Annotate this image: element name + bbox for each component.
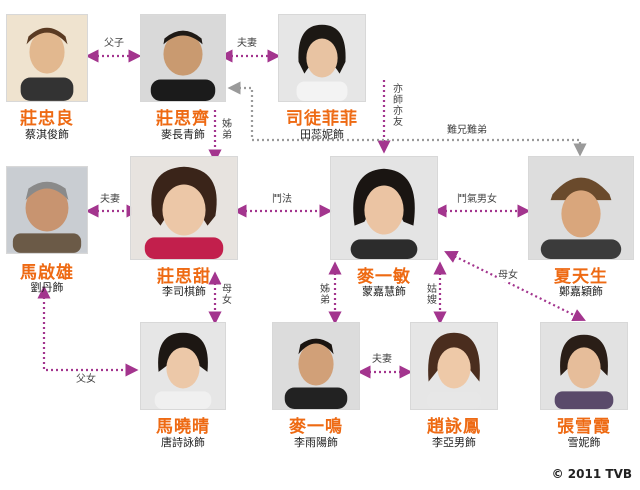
label-fight-couple: 鬥氣男女 (457, 194, 497, 206)
label-couple-bottom: 夫妻 (372, 354, 392, 366)
person-si-qi: 莊思齊 麥長青飾 (140, 14, 226, 144)
actor-yi-ming: 李雨陽飾 (294, 436, 338, 449)
name-yi-min: 麥一敏 (357, 267, 411, 287)
portrait-si-qi (140, 14, 226, 102)
label-mother-daughter-left: 母女 (221, 284, 233, 306)
portrait-xiao-qing (140, 322, 226, 410)
name-yi-ming: 麥一鳴 (289, 417, 343, 437)
actor-si-qi: 麥長青飾 (161, 128, 205, 141)
actor-si-tian: 李司棋飾 (162, 285, 206, 298)
name-fei-fei: 司徒菲菲 (286, 109, 358, 129)
label-teacher-friend: 亦師亦友 (392, 84, 404, 128)
label-couple-left: 夫妻 (100, 194, 120, 206)
portrait-zhong-liang (6, 14, 88, 102)
person-xue-xia: 張雪霞 雪妮飾 (540, 322, 628, 452)
person-yi-ming: 麥一鳴 李雨陽飾 (272, 322, 360, 452)
label-sister-brother-mid: 姊弟 (319, 284, 331, 306)
label-father-son: 父子 (104, 38, 124, 50)
link-mother-daughter-right (444, 250, 586, 322)
label-father-daughter: 父女 (76, 374, 96, 386)
portrait-tian-sheng (528, 156, 634, 260)
actor-xiao-qing: 唐詩詠飾 (161, 436, 205, 449)
portrait-yi-min (330, 156, 438, 260)
person-xiao-qing: 馬曉晴 唐詩詠飾 (140, 322, 226, 452)
name-si-qi: 莊思齊 (156, 109, 210, 129)
actor-yong-feng: 李亞男飾 (432, 436, 476, 449)
actor-tian-sheng: 鄭嘉穎飾 (559, 285, 603, 298)
label-rivals: 鬥法 (272, 194, 292, 206)
portrait-xue-xia (540, 322, 628, 410)
name-tian-sheng: 夏天生 (554, 267, 608, 287)
person-yong-feng: 趙詠鳳 李亞男飾 (410, 322, 498, 452)
actor-yi-min: 蒙嘉慧飾 (362, 285, 406, 298)
link-hard-brother (227, 81, 587, 157)
portrait-qi-xiong (6, 166, 88, 254)
actor-qi-xiong: 劉丹飾 (30, 281, 64, 294)
portrait-fei-fei (278, 14, 366, 102)
portrait-yi-ming (272, 322, 360, 410)
person-zhong-liang: 莊忠良 蔡淇俊飾 (6, 14, 88, 144)
actor-zhong-liang: 蔡淇俊飾 (25, 128, 69, 141)
person-si-tian: 莊思甜 李司棋飾 (130, 156, 238, 298)
label-couple-top: 夫妻 (237, 38, 257, 50)
label-sister-brother-top: 姊弟 (221, 119, 233, 141)
label-sister-in-law: 姑嫂 (426, 284, 438, 306)
person-tian-sheng: 夏天生 鄭嘉穎飾 (528, 156, 634, 298)
name-xiao-qing: 馬曉晴 (156, 417, 210, 437)
actor-xue-xia: 雪妮飾 (567, 436, 601, 449)
name-yong-feng: 趙詠鳳 (427, 417, 481, 437)
person-fei-fei: 司徒菲菲 田蕊妮飾 (278, 14, 366, 144)
portrait-si-tian (130, 156, 238, 260)
label-hard-brother: 難兄難弟 (447, 125, 487, 137)
copyright-notice: © 2011 TVB (551, 467, 632, 481)
portrait-yong-feng (410, 322, 498, 410)
link-father-daughter (37, 285, 139, 377)
label-mother-daughter-right: 母女 (498, 270, 518, 282)
person-yi-min: 麥一敏 蒙嘉慧飾 (330, 156, 438, 298)
name-qi-xiong: 馬啟雄 (20, 263, 74, 283)
name-si-tian: 莊思甜 (157, 267, 211, 287)
actor-fei-fei: 田蕊妮飾 (300, 128, 344, 141)
name-zhong-liang: 莊忠良 (20, 109, 74, 129)
person-qi-xiong: 馬啟雄 劉丹飾 (6, 166, 88, 294)
name-xue-xia: 張雪霞 (557, 417, 611, 437)
